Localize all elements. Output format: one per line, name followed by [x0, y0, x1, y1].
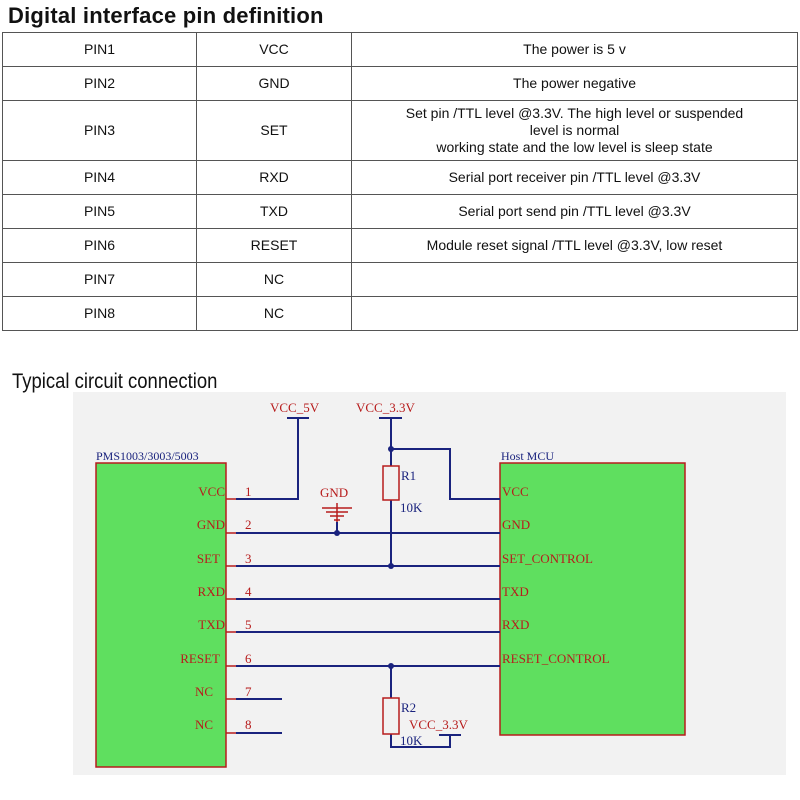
r1-name: R1 [401, 468, 416, 483]
junction-dot [388, 663, 394, 669]
wire-host-vcc [391, 448, 500, 500]
host-mcu-name: Host MCU [501, 449, 554, 463]
pin-desc-cell [351, 296, 798, 331]
left-pin-number: 7 [245, 684, 252, 699]
pin-definition-table: PIN1 VCC The power is 5 v PIN2 GND The p… [2, 32, 798, 331]
wire-r2-vcc33 [390, 734, 451, 748]
wire-vcc5 [236, 418, 299, 500]
r2-name: R2 [401, 700, 416, 715]
pin-name-cell: GND [196, 66, 352, 101]
left-pin-label: TXD [198, 617, 225, 632]
left-pin-number: 6 [245, 651, 252, 666]
resistor-r1 [382, 465, 400, 501]
vcc33-label: VCC_3.3V [356, 400, 415, 415]
left-pin-label: RESET [180, 651, 220, 666]
gnd-label: GND [320, 485, 348, 500]
table-row: PIN7 NC [2, 262, 798, 297]
pin-desc-cell: Module reset signal /TTL level @3.3V, lo… [351, 228, 798, 263]
table-row: PIN2 GND The power negative [2, 66, 798, 101]
pin-name-cell: NC [196, 296, 352, 331]
left-pin-label: VCC [198, 484, 225, 499]
left-pin-number: 2 [245, 517, 252, 532]
r1-value: 10K [400, 500, 423, 515]
pin-desc-cell: Serial port receiver pin /TTL level @3.3… [351, 160, 798, 195]
left-pin-number: 3 [245, 551, 252, 566]
left-pin-number: 4 [245, 584, 252, 599]
pin-cell: PIN7 [2, 262, 197, 297]
table-row: PIN1 VCC The power is 5 v [2, 32, 798, 67]
pin-desc-cell: The power is 5 v [351, 32, 798, 67]
pin-desc-cell: The power negative [351, 66, 798, 101]
left-pin-number: 5 [245, 617, 252, 632]
junction-dot [388, 563, 394, 569]
left-pin-label: NC [195, 717, 213, 732]
table-row: PIN3 SET Set pin /TTL level @3.3V. The h… [2, 100, 798, 161]
right-pin-label: TXD [502, 584, 529, 599]
pin-cell: PIN3 [2, 100, 197, 161]
left-pin-label: GND [197, 517, 225, 532]
circuit-section-title: Typical circuit connection [12, 370, 218, 393]
pin-desc-cell [351, 262, 798, 297]
table-row: PIN8 NC [2, 296, 798, 331]
left-pin-number: 1 [245, 484, 252, 499]
host-mcu-chip [499, 462, 686, 736]
sensor-chip [95, 462, 227, 768]
junction-dot [388, 446, 394, 452]
left-pin-label: NC [195, 684, 213, 699]
pin-name-cell: VCC [196, 32, 352, 67]
pin-cell: PIN8 [2, 296, 197, 331]
right-pin-label: GND [502, 517, 530, 532]
pin-cell: PIN6 [2, 228, 197, 263]
right-pin-label: VCC [502, 484, 529, 499]
junction-dot [334, 530, 340, 536]
resistor-r2 [382, 697, 400, 735]
vcc5-label: VCC_5V [270, 400, 320, 415]
vcc33-r2-label: VCC_3.3V [409, 717, 468, 732]
pin-name-cell: TXD [196, 194, 352, 229]
right-pin-label: SET_CONTROL [502, 551, 593, 566]
pin-desc-cell: Serial port send pin /TTL level @3.3V [351, 194, 798, 229]
left-pin-label: SET [197, 551, 220, 566]
left-pin-label: RXD [198, 584, 225, 599]
pin-cell: PIN1 [2, 32, 197, 67]
left-pin-number: 8 [245, 717, 252, 732]
right-pin-label: RESET_CONTROL [502, 651, 610, 666]
desc-line: Set pin /TTL level @3.3V. The high level… [405, 105, 744, 121]
right-pin-label: RXD [502, 617, 529, 632]
desc-line: level is normal [529, 122, 620, 138]
page-title: Digital interface pin definition [8, 3, 324, 28]
desc-line: working state and the low level is sleep… [436, 139, 713, 155]
r2-value: 10K [400, 733, 423, 748]
pin-name-cell: RXD [196, 160, 352, 195]
table-row: PIN5 TXD Serial port send pin /TTL level… [2, 194, 798, 229]
sensor-chip-name: PMS1003/3003/5003 [96, 449, 199, 463]
table-row: PIN4 RXD Serial port receiver pin /TTL l… [2, 160, 798, 195]
ground-icon [322, 503, 352, 522]
pin-desc-cell: Set pin /TTL level @3.3V. The high level… [351, 100, 798, 161]
